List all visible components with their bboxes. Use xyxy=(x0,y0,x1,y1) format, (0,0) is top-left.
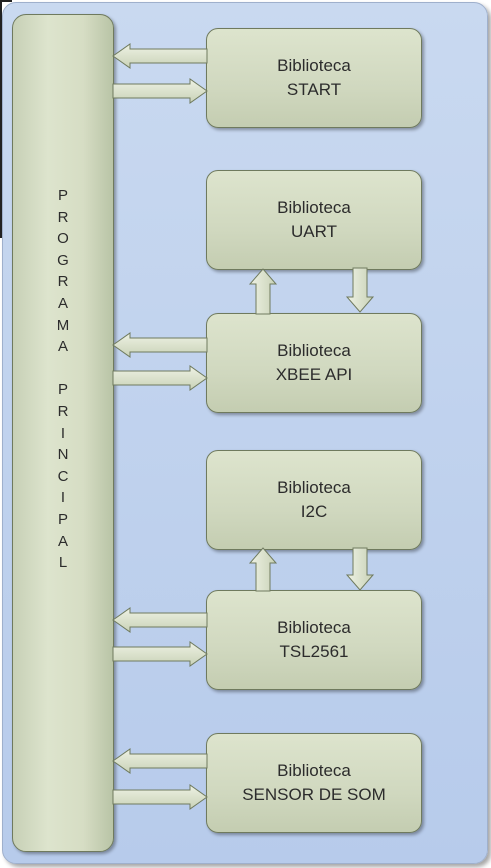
library-sensor-de-som-block: Biblioteca SENSOR DE SOM xyxy=(206,733,422,833)
main-letter: M xyxy=(56,316,70,334)
arrow-right-icon xyxy=(112,78,208,104)
arrow-left-icon xyxy=(112,43,208,69)
library-xbee-line1: Biblioteca xyxy=(277,341,351,360)
main-letter: R xyxy=(57,208,69,226)
library-uart-line1: Biblioteca xyxy=(277,198,351,217)
arrow-left-icon xyxy=(112,607,208,633)
library-sensor-de-som-line1: Biblioteca xyxy=(277,761,351,780)
arrow-up-icon xyxy=(248,547,278,592)
library-tsl2561-block: Biblioteca TSL2561 xyxy=(206,590,422,690)
library-start-line2: START xyxy=(286,80,342,99)
arrow-left-icon xyxy=(112,748,208,774)
library-uart-line2: UART xyxy=(291,222,337,241)
main-letter: C xyxy=(57,467,69,485)
library-i2c-line1: Biblioteca xyxy=(277,478,351,497)
main-letter: R xyxy=(57,273,69,291)
main-letter: P xyxy=(57,187,68,204)
main-program-block: P R O G R A M A P R I N C I P A L xyxy=(12,14,114,852)
main-letter: N xyxy=(57,446,69,464)
main-letter: I xyxy=(60,424,66,442)
main-letter: P xyxy=(57,510,68,528)
arrow-right-icon xyxy=(112,641,208,667)
main-letter: O xyxy=(57,230,69,248)
library-sensor-de-som-line2: SENSOR DE SOM xyxy=(242,785,386,804)
library-tsl2561-line1: Biblioteca xyxy=(277,618,351,637)
main-letter: I xyxy=(60,489,66,507)
library-start-block: Biblioteca START xyxy=(206,28,422,128)
main-letter: G xyxy=(57,251,69,269)
library-xbee-block: Biblioteca XBEE API xyxy=(206,313,422,413)
library-start-line1: Biblioteca xyxy=(277,56,351,75)
library-i2c-block: Biblioteca I2C xyxy=(206,450,422,550)
arrow-left-icon xyxy=(112,332,208,358)
arrow-down-icon xyxy=(345,547,375,591)
library-tsl2561-line2: TSL2561 xyxy=(279,642,349,661)
main-letter: A xyxy=(57,294,68,312)
arrow-down-icon xyxy=(345,267,375,313)
library-uart-block: Biblioteca UART xyxy=(206,170,422,270)
corner-mark xyxy=(0,0,12,238)
main-letter: A xyxy=(57,338,68,356)
main-letter: R xyxy=(57,402,69,420)
arrow-right-icon xyxy=(112,365,208,391)
main-program-label: P R O G R A M A P R I N C I P A L xyxy=(13,185,113,574)
main-letter: P xyxy=(57,381,68,399)
library-xbee-line2: XBEE API xyxy=(275,365,353,384)
arrow-up-icon xyxy=(248,268,278,315)
main-letter: A xyxy=(57,532,68,550)
library-i2c-line2: I2C xyxy=(300,502,328,521)
main-letter: L xyxy=(58,554,68,572)
arrow-right-icon xyxy=(112,784,208,810)
